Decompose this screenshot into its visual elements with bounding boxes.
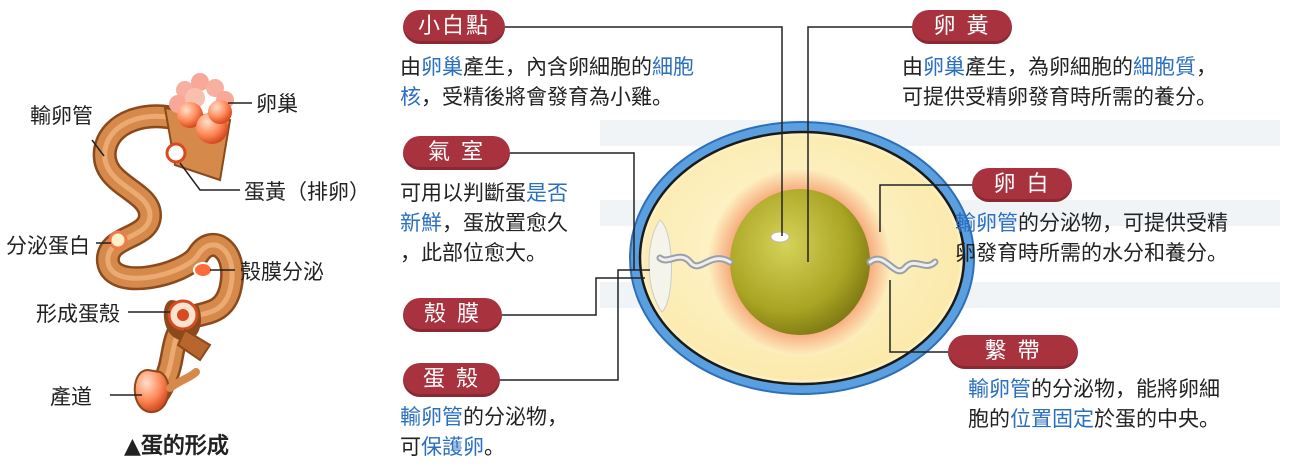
text-run: 可用以判斷蛋 — [400, 181, 526, 205]
desc-germinal-disc: 由卵巢產生，內含卵細胞的細胞 核，受精後將會發育為小雞。 — [400, 52, 694, 112]
birth-canal-egg — [133, 368, 170, 414]
yolk-ball — [165, 142, 187, 164]
desc-germinal-disc-line2: 核，受精後將會發育為小雞。 — [400, 82, 694, 112]
pill-germinal-disc: 小白點 — [403, 10, 505, 44]
desc-germinal-disc-line1: 由卵巢產生，內含卵細胞的細胞 — [400, 52, 694, 82]
pill-yolk: 卵 黃 — [912, 10, 1012, 44]
highlight-term: 保護卵 — [421, 435, 484, 459]
highlight-term: 輸卵管 — [400, 405, 463, 429]
desc-yolk-line2: 可提供受精卵發育時所需的養分。 — [902, 82, 1217, 112]
highlight-term: 輸卵管 — [968, 377, 1031, 401]
text-run: 由 — [400, 55, 421, 79]
label-yolk-ovulation: 蛋黃（排卵） — [244, 180, 370, 204]
pill-chalaza: 繫 帶 — [948, 335, 1078, 369]
highlight-term: 新鮮 — [400, 211, 442, 235]
label-birth-canal: 產道 — [50, 385, 92, 409]
highlight-term: 卵巢 — [923, 55, 965, 79]
label-secrete-white: 分泌蛋白 — [6, 234, 90, 258]
highlight-term: 細胞質 — [1133, 55, 1196, 79]
label-ovary: 卵巢 — [256, 92, 298, 116]
formation-caption: ▲蛋的形成 — [124, 434, 229, 459]
desc-yolk: 由卵巢產生，為卵細胞的細胞質， 可提供受精卵發育時所需的養分。 — [902, 52, 1217, 112]
desc-shell-line2: 可保護卵。 — [400, 432, 568, 462]
highlight-term: 卵巢 — [421, 55, 463, 79]
air-cell — [648, 219, 672, 313]
germinal-disc — [770, 231, 790, 243]
label-oviduct: 輸卵管 — [30, 104, 93, 128]
pill-shell: 蛋 殼 — [403, 363, 500, 397]
shell-membrane-spot — [193, 262, 213, 278]
text-run: 胞的 — [968, 407, 1010, 431]
desc-air-cell: 可用以判斷蛋是否 新鮮，蛋放置愈久 ，此部位愈大。 — [400, 178, 568, 268]
text-run: 的分泌物， — [463, 405, 568, 429]
pill-air-cell: 氣 室 — [403, 136, 510, 170]
pill-albumen: 卵 白 — [972, 168, 1072, 202]
text-run: 產生，為卵細胞的 — [965, 55, 1133, 79]
yolk — [730, 189, 870, 335]
text-run: 。 — [484, 435, 505, 459]
desc-albumen-line2: 卵發育時所需的水分和養分。 — [955, 238, 1228, 268]
label-form-shell: 形成蛋殼 — [36, 302, 120, 326]
text-run: 由 — [902, 55, 923, 79]
highlight-term: 細胞 — [652, 55, 694, 79]
text-run: ，蛋放置愈久 — [442, 211, 568, 235]
text-run: 產生，內含卵細胞的 — [463, 55, 652, 79]
desc-chalaza: 輸卵管的分泌物，能將卵細 胞的位置固定於蛋的中央。 — [968, 374, 1220, 434]
label-shell-membrane-secretion: 殼膜分泌 — [240, 260, 324, 284]
desc-chalaza-line1: 輸卵管的分泌物，能將卵細 — [968, 374, 1220, 404]
highlight-term: 位置固定 — [1010, 407, 1094, 431]
desc-albumen-line1: 輸卵管的分泌物，可提供受精 — [955, 208, 1228, 238]
text-run: 的分泌物，能將卵細 — [1031, 377, 1220, 401]
ovary-cluster — [169, 73, 234, 144]
desc-albumen: 輸卵管的分泌物，可提供受精 卵發育時所需的水分和養分。 — [955, 208, 1228, 268]
desc-yolk-line1: 由卵巢產生，為卵細胞的細胞質， — [902, 52, 1217, 82]
oviduct-diagram — [91, 73, 252, 414]
highlight-term: 是否 — [526, 181, 568, 205]
desc-chalaza-line2: 胞的位置固定於蛋的中央。 — [968, 404, 1220, 434]
highlight-term: 輸卵管 — [955, 211, 1018, 235]
pill-shell-membrane: 殼 膜 — [403, 298, 502, 332]
text-run: ， — [1196, 55, 1217, 79]
desc-air-cell-line2: 新鮮，蛋放置愈久 — [400, 208, 568, 238]
desc-shell-line1: 輸卵管的分泌物， — [400, 402, 568, 432]
egg-cross-section — [500, 26, 975, 395]
text-run: 可 — [400, 435, 421, 459]
text-run: 的分泌物，可提供受精 — [1018, 211, 1228, 235]
desc-air-cell-line1: 可用以判斷蛋是否 — [400, 178, 568, 208]
highlight-term: 核 — [400, 85, 421, 109]
text-run: ，受精後將會發育為小雞。 — [421, 85, 673, 109]
text-run: ，此部位愈大。 — [400, 241, 547, 265]
text-run: 可提供受精卵發育時所需的養分。 — [902, 85, 1217, 109]
text-run: 於蛋的中央。 — [1094, 407, 1220, 431]
text-run: 卵發育時所需的水分和養分。 — [955, 241, 1228, 265]
secrete-white-spot — [108, 230, 128, 250]
desc-air-cell-line3: ，此部位愈大。 — [400, 238, 568, 268]
desc-shell: 輸卵管的分泌物， 可保護卵。 — [400, 402, 568, 462]
